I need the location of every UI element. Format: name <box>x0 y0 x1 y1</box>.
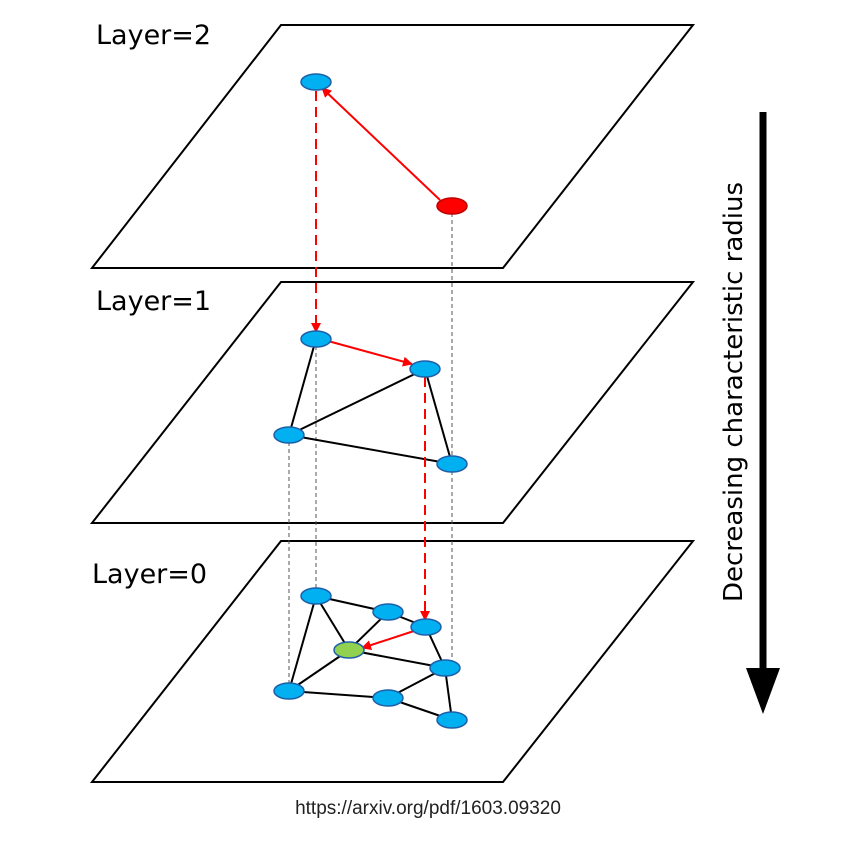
node <box>429 659 461 677</box>
layer0-label: Layer=0 <box>92 559 207 590</box>
node <box>273 426 305 444</box>
layer2-label: Layer=2 <box>96 20 211 51</box>
node <box>300 73 332 91</box>
node <box>372 689 404 707</box>
node <box>273 682 305 700</box>
source-caption: https://arxiv.org/pdf/1603.09320 <box>295 798 561 819</box>
node <box>410 618 442 636</box>
search-path <box>311 87 441 650</box>
layer1-plane <box>89 281 696 524</box>
node <box>300 587 332 605</box>
layer0-plane <box>89 540 696 783</box>
node <box>436 455 468 473</box>
layer1-label: Layer=1 <box>96 286 211 317</box>
node <box>372 603 404 621</box>
target-node <box>333 641 365 659</box>
axis-label: Decreasing characteristic radius <box>719 182 749 602</box>
node <box>409 360 441 378</box>
axis-arrow-head <box>746 668 780 714</box>
entry-node <box>436 197 468 215</box>
layer2-plane <box>89 24 696 269</box>
node <box>300 330 332 348</box>
node <box>436 711 468 729</box>
projection-lines <box>288 206 453 691</box>
